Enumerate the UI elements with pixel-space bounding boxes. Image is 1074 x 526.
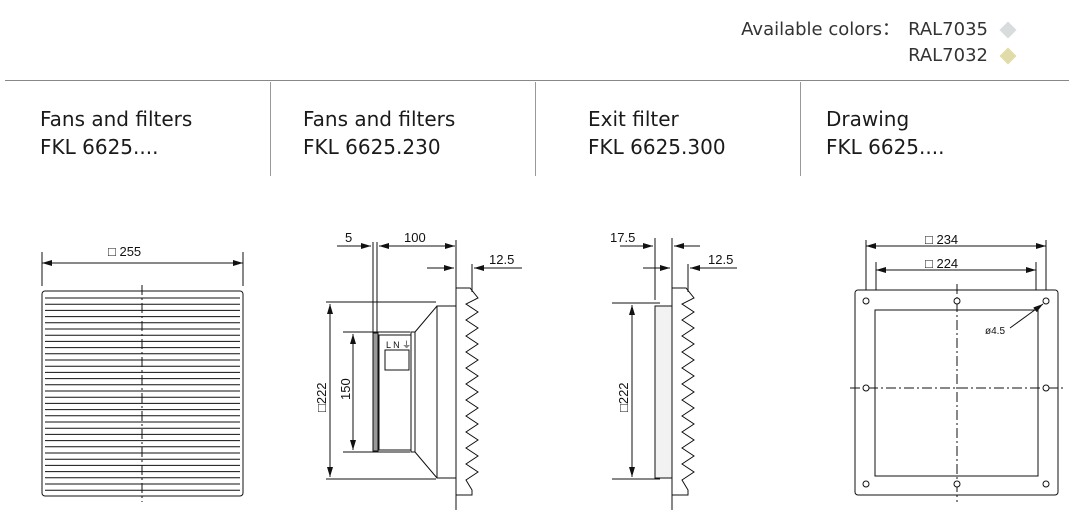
color-ral7032: RAL7032 [908, 45, 988, 66]
dim-5: 5 [345, 230, 352, 245]
dim-222: □222 [314, 382, 329, 412]
column-divider [535, 82, 536, 176]
hole-diameter: ø4.5 [985, 326, 1005, 337]
column-divider [270, 82, 271, 176]
available-colors: Available colors： RAL7035 RAL7032 [741, 17, 1017, 69]
dim-width-255: □ 255 [108, 244, 141, 259]
colors-label: Available colors： [741, 19, 901, 40]
dim-12-5: 12.5 [489, 252, 514, 267]
dim-100: 100 [404, 230, 426, 245]
terminal-label: L N ⏚ [386, 340, 411, 350]
dim-150: 150 [338, 378, 353, 400]
front-view-grille [41, 252, 244, 502]
dim-222: □222 [616, 382, 631, 412]
mounting-drawing [850, 240, 1064, 502]
dim-224: □ 224 [925, 256, 958, 271]
color-ral7035: RAL7035 [908, 19, 988, 40]
header-divider [5, 80, 1069, 81]
dim-234: □ 234 [925, 232, 958, 247]
fan-side-view [326, 240, 522, 510]
column-divider [800, 82, 801, 176]
dim-17-5: 17.5 [610, 230, 635, 245]
exit-filter-side-view [612, 238, 737, 510]
dim-12-5: 12.5 [708, 252, 733, 267]
